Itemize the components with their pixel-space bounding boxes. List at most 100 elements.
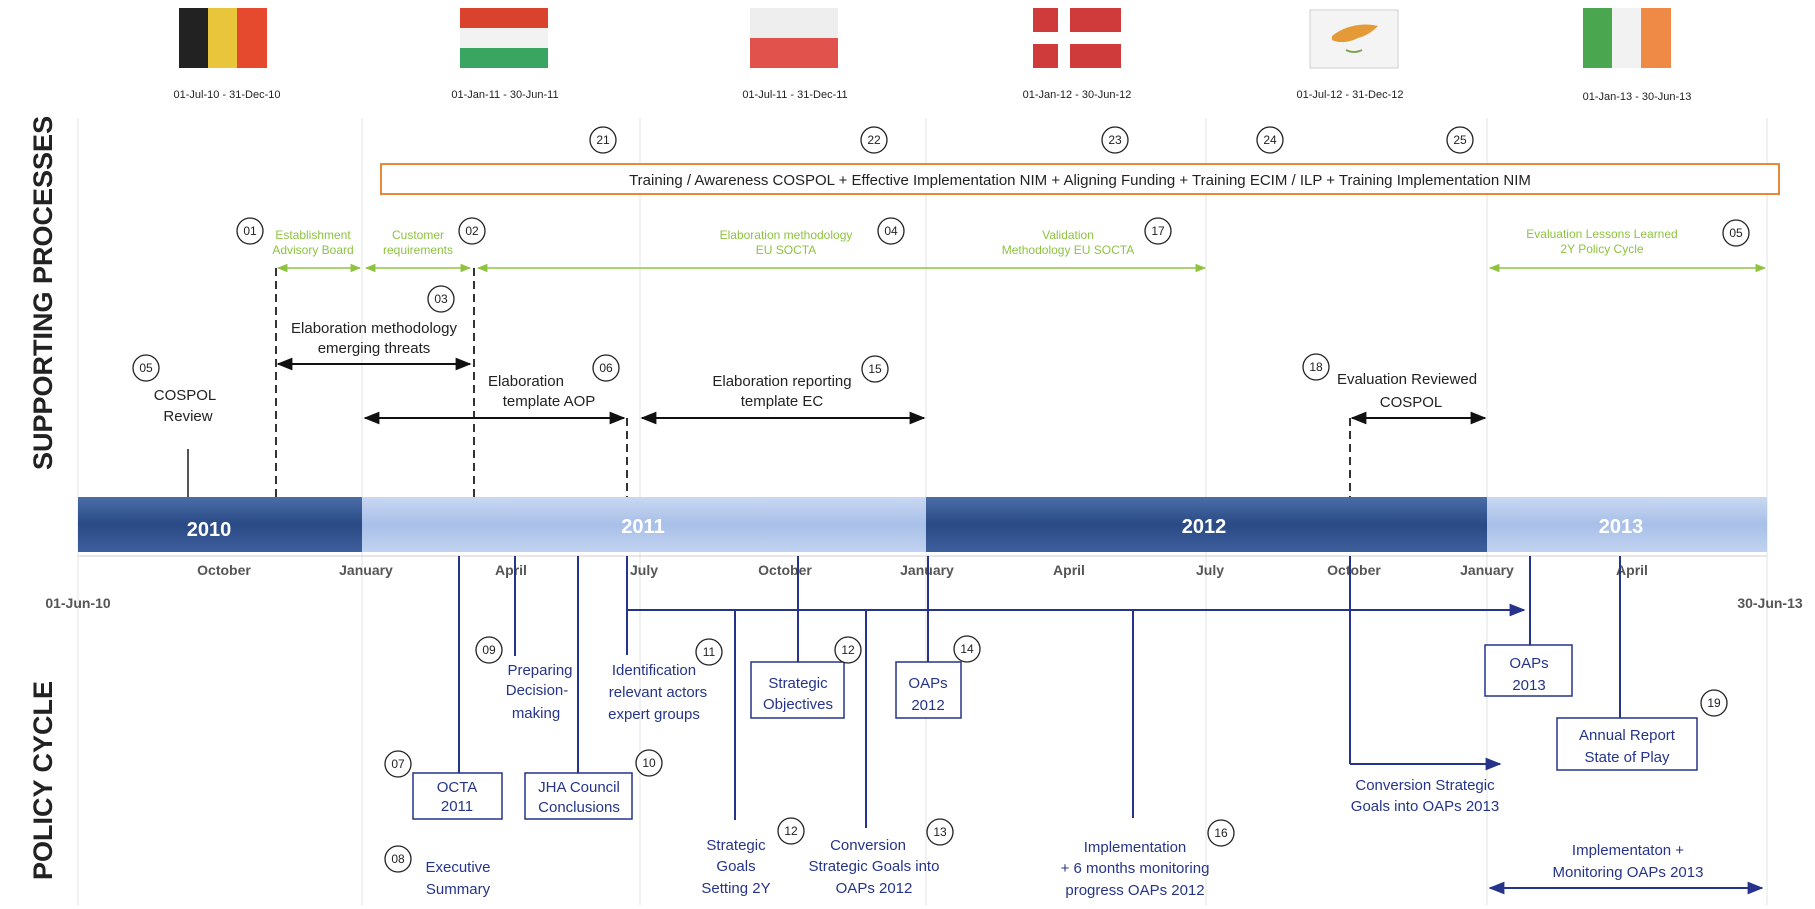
oaps-2013-line1: OAPs (1509, 655, 1548, 672)
customer-requirements-line1: Customer (392, 228, 444, 242)
identification-line2: relevant actors (609, 684, 707, 701)
implementation-2013-line2: Monitoring OAPs 2013 (1553, 864, 1704, 881)
strategic-goals-line3: Setting 2Y (701, 880, 770, 897)
emerging-number: 03 (434, 292, 448, 306)
banner-number-22: 22 (867, 133, 881, 147)
strategic-objectives-line2: Objectives (763, 696, 833, 713)
denmark-flag (1033, 8, 1121, 68)
template-aop-line2: template AOP (503, 393, 596, 410)
month-label: January (1460, 562, 1514, 578)
identification-number: 11 (703, 645, 716, 659)
oaps-2012-line1: OAPs (908, 675, 947, 692)
year-band-2011 (362, 497, 926, 552)
year-label-2012: 2012 (1182, 516, 1227, 538)
evaluation-cospol-number: 18 (1309, 360, 1323, 374)
policy-connectors (458, 556, 1764, 895)
socta-validation-line1: Validation (1042, 228, 1094, 242)
month-label: April (1053, 562, 1085, 578)
presidency-flags (179, 8, 1671, 69)
strategic-goals-line1: Strategic (706, 837, 766, 854)
month-label: July (630, 562, 658, 578)
evaluation-cospol-line1: Evaluation Reviewed (1337, 371, 1477, 388)
jha-number: 10 (642, 756, 656, 770)
customer-requirements-line2: requirements (383, 243, 453, 257)
supporting-processes-label: SUPPORTING PROCESSES (28, 116, 58, 470)
year-label-2010: 2010 (187, 519, 232, 541)
socta-number: 04 (884, 224, 898, 238)
validation-number: 17 (1151, 224, 1165, 238)
training-banner-text: Training / Awareness COSPOL + Effective … (629, 172, 1531, 189)
emerging-threats-line2: emerging threats (318, 340, 431, 357)
conversion-2012-line1: Conversion (830, 837, 906, 854)
advisory-board-line2: Advisory Board (272, 243, 353, 257)
preparing-line3: making (512, 705, 560, 722)
customer-number: 02 (465, 224, 479, 238)
training-banner: Training / Awareness COSPOL + Effective … (380, 163, 1780, 195)
conversion-2012-number: 13 (933, 825, 947, 839)
month-label: January (339, 562, 393, 578)
step-number-badges (132, 126, 1750, 873)
socta-methodology-line2: EU SOCTA (756, 243, 816, 257)
strategic-objectives-number: 12 (841, 643, 855, 657)
presidency-dates-5: 01-Jul-12 - 31-Dec-12 (1297, 89, 1404, 101)
month-label: April (495, 562, 527, 578)
template-ec-line1: Elaboration reporting (712, 373, 851, 390)
oaps-2013-line2: 2013 (1512, 677, 1545, 694)
implementation-2012-line2: + 6 months monitoring (1061, 860, 1210, 877)
annual-report-line2: State of Play (1584, 749, 1670, 766)
implementation-2013-line1: Implementaton + (1572, 842, 1684, 859)
strategic-goals-line2: Goals (716, 858, 755, 875)
presidency-dates-2: 01-Jan-11 - 30-Jun-11 (451, 89, 558, 101)
annual-report-line1: Annual Report (1579, 727, 1676, 744)
annual-report-number: 19 (1707, 696, 1721, 710)
template-aop-line1: Elaboration (488, 373, 564, 390)
executive-summary-line1: Executive (425, 859, 490, 876)
advisory-board-line1: Establishment (275, 228, 351, 242)
executive-summary-line2: Summary (426, 881, 491, 898)
policy-boxes (412, 644, 1698, 820)
belgium-flag (179, 8, 267, 68)
socta-validation-line2: Methodology EU SOCTA (1002, 243, 1135, 257)
evaluation-lessons-line2: 2Y Policy Cycle (1560, 242, 1643, 256)
timeline-band (78, 497, 1767, 557)
evaluation-lessons-number: 05 (1729, 226, 1743, 240)
advisory-number: 01 (243, 224, 257, 238)
implementation-2012-line3: progress OAPs 2012 (1065, 882, 1204, 899)
supporting-connectors (187, 263, 1767, 497)
presidency-dates-1: 01-Jul-10 - 31-Dec-10 (174, 89, 281, 101)
template-aop-number: 06 (599, 361, 613, 375)
socta-methodology-line1: Elaboration methodology (720, 228, 853, 242)
poland-flag (750, 8, 838, 68)
oaps-2012-box (895, 661, 962, 719)
emerging-threats-line1: Elaboration methodology (291, 320, 457, 337)
banner-number-21: 21 (596, 133, 610, 147)
executive-number: 08 (391, 852, 405, 866)
preparing-number: 09 (482, 643, 496, 657)
year-band-2013 (1487, 497, 1767, 552)
banner-number-24: 24 (1263, 133, 1277, 147)
conversion-2012-line3: OAPs 2012 (836, 880, 913, 897)
month-label: April (1616, 562, 1648, 578)
month-label: October (758, 562, 812, 578)
presidency-dates-3: 01-Jul-11 - 31-Dec-11 (742, 89, 847, 101)
policy-cycle-label: POLICY CYCLE (28, 681, 58, 880)
octa-line2: 2011 (441, 798, 473, 815)
template-ec-line2: template EC (741, 393, 824, 410)
year-band-2012 (926, 497, 1487, 552)
ireland-flag (1583, 8, 1671, 68)
octa-box (412, 772, 503, 820)
cyprus-flag (1309, 9, 1399, 69)
preparing-line1: Preparing (507, 662, 572, 679)
octa-line1: OCTA (437, 779, 478, 796)
implementation-2012-line1: Implementation (1084, 839, 1187, 856)
cospol-review-line1: COSPOL (154, 387, 217, 404)
strategic-objectives-box (750, 661, 845, 719)
jha-line1: JHA Council (538, 779, 620, 796)
oaps-2012-number: 14 (960, 642, 974, 656)
month-label: October (197, 562, 251, 578)
banner-number-23: 23 (1108, 133, 1122, 147)
identification-line3: expert groups (608, 706, 700, 723)
implementation-2012-number: 16 (1214, 826, 1228, 840)
oaps-2013-box (1484, 644, 1573, 697)
